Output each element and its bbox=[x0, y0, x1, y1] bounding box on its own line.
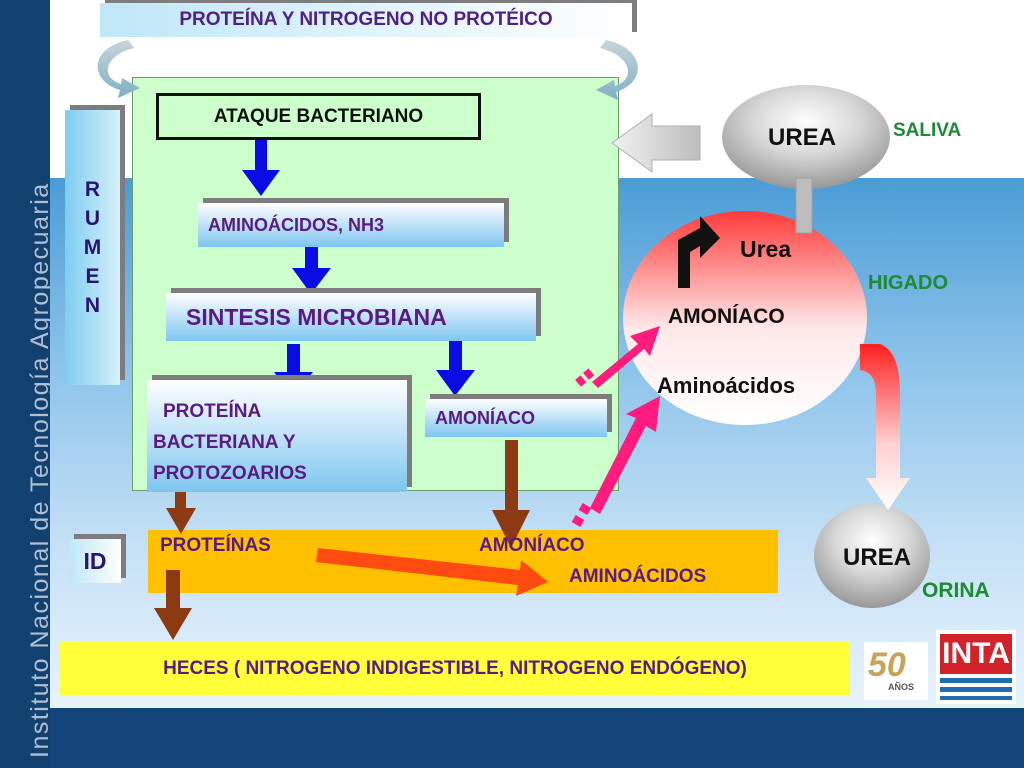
urea-bottom-ellipse bbox=[814, 504, 930, 608]
intestine-strip bbox=[148, 530, 778, 593]
anniversary-logo: 50 AÑOS bbox=[864, 642, 928, 700]
brown-arrow-proteina-to-intestine bbox=[166, 480, 196, 534]
intestine-proteinas: PROTEÍNAS bbox=[160, 535, 271, 556]
rumen-letter: N bbox=[84, 294, 101, 317]
urea-inner-label: Urea bbox=[740, 236, 792, 262]
proteina-line-2: BACTERIANA Y bbox=[153, 432, 296, 453]
inta-logo: INTA bbox=[936, 630, 1016, 704]
id-label-box: ID bbox=[69, 539, 121, 583]
liver-aminoacidos-label: Aminoácidos bbox=[657, 373, 796, 398]
inta-logo-stripe bbox=[940, 696, 1012, 700]
liver-amoniaco-label: AMONÍACO bbox=[668, 305, 785, 328]
urea-top-ellipse bbox=[722, 85, 890, 189]
gray-arrow-urea-to-rumen bbox=[611, 113, 701, 173]
magenta-dash-1a bbox=[575, 375, 587, 387]
blue-arrow-amino-to-sintesis bbox=[292, 239, 331, 294]
rumen-letter: R bbox=[84, 178, 101, 201]
red-arrow-liver-to-urine bbox=[860, 344, 910, 510]
intestine-amoniaco: AMONÍACO bbox=[479, 535, 585, 556]
urea-top-label: UREA bbox=[768, 124, 837, 151]
intestine-aminoacidos: AMINOÁCIDOS bbox=[569, 566, 707, 587]
rumen-letter: E bbox=[85, 265, 100, 288]
amoniaco-rumen-box: AMONÍACO bbox=[425, 399, 607, 437]
rumen-letter: U bbox=[84, 207, 101, 230]
magenta-arrow-intestine-to-liver bbox=[590, 396, 660, 514]
proteina-bacteriana-box: PROTEÍNA BACTERIANA Y PROTOZOARIOS bbox=[147, 380, 407, 492]
blue-arrows bbox=[242, 133, 475, 398]
bent-arrow-icon bbox=[678, 216, 720, 288]
magenta-dash-2a bbox=[571, 515, 585, 527]
urea-connector-bar bbox=[795, 177, 813, 234]
anniversary-number: 50 bbox=[868, 646, 906, 684]
proteina-line-3: PROTOZOARIOS bbox=[153, 463, 307, 484]
proteina-line-1: PROTEÍNA bbox=[163, 401, 262, 422]
aminoacidos-nh3-box: AMINOÁCIDOS, NH3 bbox=[198, 203, 504, 247]
anniversary-word: AÑOS bbox=[888, 682, 915, 692]
curved-arrow-right bbox=[596, 40, 638, 100]
brown-arrow-intestine-to-heces bbox=[154, 570, 192, 640]
saliva-label: SALIVA bbox=[893, 120, 962, 141]
orange-arrow-proteinas-to-aminoacidos bbox=[316, 548, 548, 596]
brown-arrow-amoniaco-to-intestine bbox=[492, 440, 530, 548]
brown-arrows bbox=[154, 440, 530, 640]
higado-label: HIGADO bbox=[868, 272, 948, 294]
blue-arrow-sintesis-to-amoniaco bbox=[436, 336, 475, 396]
magenta-dash-2b bbox=[578, 503, 592, 515]
blue-arrow-ataque-to-amino bbox=[242, 133, 280, 196]
rumen-label-box: R U M E N bbox=[65, 110, 120, 385]
title-box: PROTEÍNA Y NITROGENO NO PROTÉICO bbox=[100, 3, 632, 37]
inta-logo-stripe bbox=[940, 687, 1012, 692]
orina-label: ORINA bbox=[922, 579, 990, 602]
magenta-dash-1b bbox=[583, 368, 595, 380]
magenta-arrows bbox=[571, 326, 660, 527]
ataque-bacteriano-box: ATAQUE BACTERIANO bbox=[156, 93, 481, 140]
magenta-arrow-amoniaco-to-liver bbox=[592, 326, 660, 388]
rumen-letter: M bbox=[83, 236, 102, 259]
sintesis-microbiana-box: SINTESIS MICROBIANA bbox=[166, 293, 536, 341]
curved-arrow-left bbox=[97, 40, 140, 98]
inta-logo-stripe bbox=[940, 678, 1012, 683]
urea-bottom-label: UREA bbox=[843, 544, 912, 571]
inta-logo-text: INTA bbox=[940, 634, 1012, 674]
background-bottom bbox=[50, 708, 1024, 768]
heces-box: HECES ( NITROGENO INDIGESTIBLE, NITROGEN… bbox=[60, 642, 850, 695]
sidebar-band: Instituto Nacional de Tecnología Agropec… bbox=[0, 0, 54, 768]
